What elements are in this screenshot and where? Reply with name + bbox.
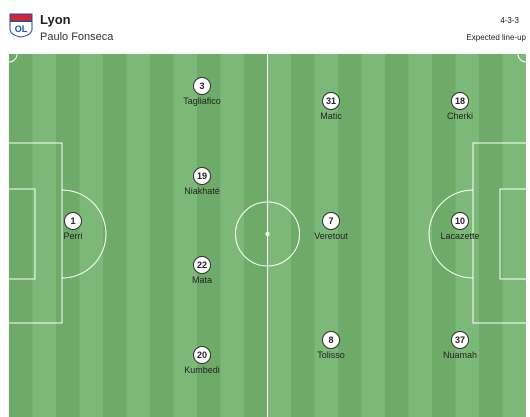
player-name: Mata <box>191 275 212 285</box>
player-number: 31 <box>322 92 340 110</box>
coach-name: Paulo Fonseca <box>40 31 114 43</box>
player-name: Nuamah <box>442 350 478 360</box>
player-number: 18 <box>451 92 469 110</box>
player-number: 22 <box>193 256 211 274</box>
player-name: Cherki <box>446 111 473 121</box>
player-name: Perri <box>63 231 83 241</box>
player-tagliafico[interactable]: 3 Tagliafico <box>169 77 239 113</box>
pitch-markings <box>9 54 526 417</box>
player-number: 1 <box>64 212 82 230</box>
player-number: 3 <box>193 77 211 95</box>
player-name: Kumbedi <box>184 365 220 375</box>
player-perri[interactable]: 1 Perri <box>40 212 110 248</box>
team-name[interactable]: Lyon <box>40 12 71 27</box>
player-number: 7 <box>322 212 340 230</box>
player-name: Tolisso <box>317 350 345 360</box>
player-lacazette[interactable]: 10 Lacazette <box>427 212 497 248</box>
team-logo-icon: OL <box>9 13 33 38</box>
football-pitch: 1 Perri 3 Tagliafico 19 Niakhaté 22 Mata… <box>9 54 526 417</box>
player-mata[interactable]: 22 Mata <box>169 256 239 292</box>
formation-label: 4-3-3 <box>500 16 519 25</box>
player-tolisso[interactable]: 8 Tolisso <box>298 331 368 367</box>
player-name: Matic <box>320 111 342 121</box>
player-number: 19 <box>193 167 211 185</box>
player-name: Tagliafico <box>183 96 221 106</box>
lineup-type-label: Expected line-up <box>466 33 526 42</box>
player-cherki[interactable]: 18 Cherki <box>427 92 497 128</box>
player-kumbedi[interactable]: 20 Kumbedi <box>169 346 239 382</box>
player-nuamah[interactable]: 37 Nuamah <box>427 331 497 367</box>
svg-text:OL: OL <box>15 24 28 34</box>
player-number: 20 <box>193 346 211 364</box>
player-veretout[interactable]: 7 Veretout <box>298 212 368 248</box>
player-niakhate[interactable]: 19 Niakhaté <box>169 167 239 203</box>
player-name: Lacazette <box>440 231 480 241</box>
player-number: 8 <box>322 331 340 349</box>
player-number: 37 <box>451 331 469 349</box>
player-matic[interactable]: 31 Matic <box>298 92 368 128</box>
player-number: 10 <box>451 212 469 230</box>
lineup-header: OL Lyon Paulo Fonseca 4-3-3 Expected lin… <box>0 0 530 52</box>
player-name: Niakhaté <box>184 186 220 196</box>
player-name: Veretout <box>314 231 348 241</box>
